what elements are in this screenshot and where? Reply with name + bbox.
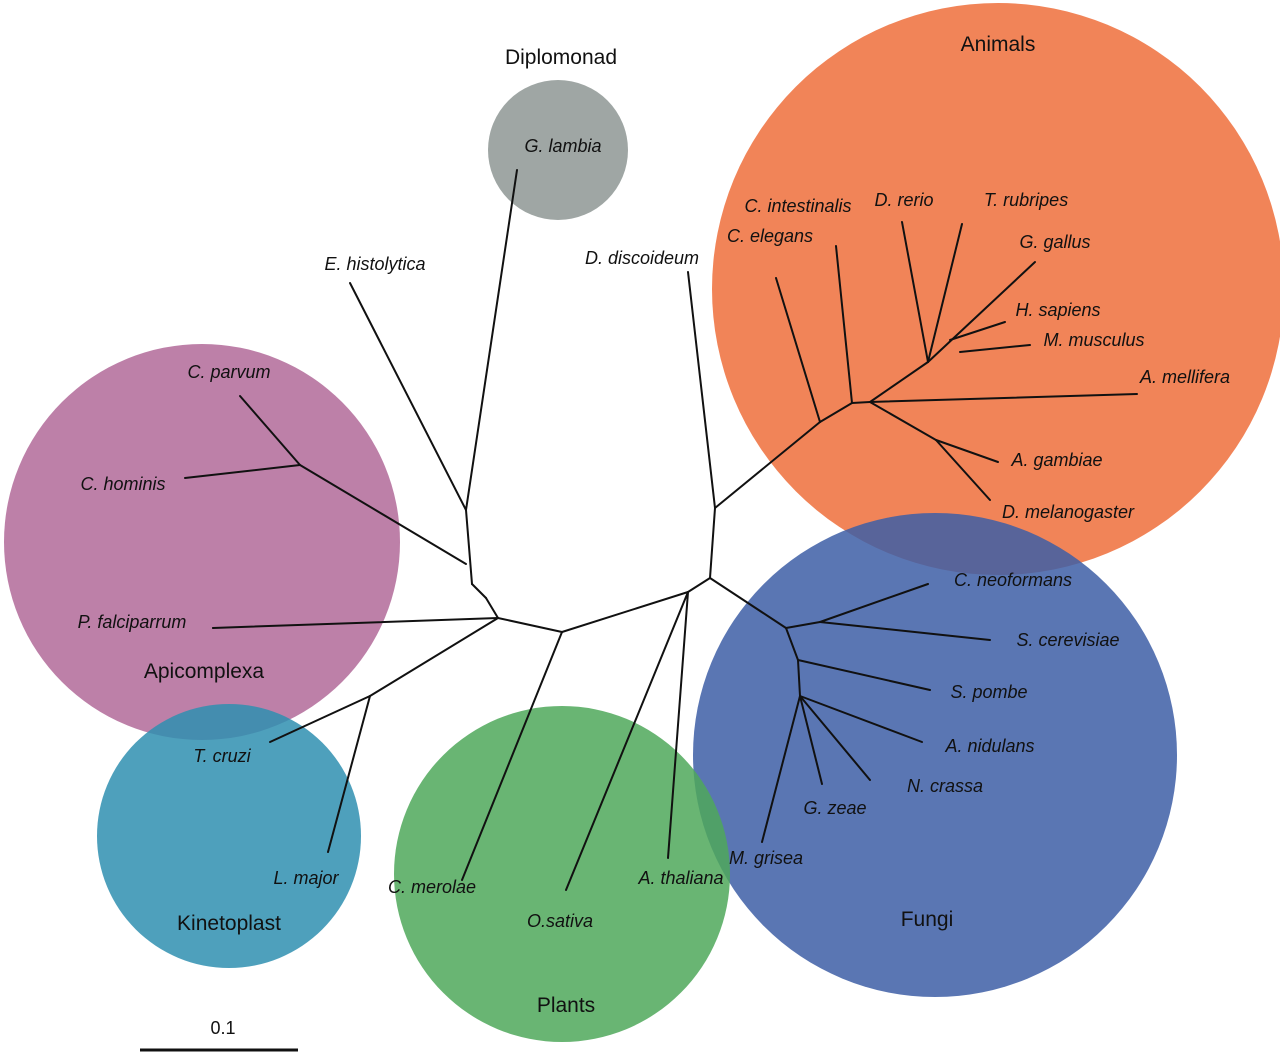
branch <box>851 401 871 404</box>
species-label: H. sapiens <box>1015 300 1100 320</box>
branch <box>959 344 1031 353</box>
fungi-circle <box>693 513 1177 997</box>
species-label: C. hominis <box>80 474 165 494</box>
species-label: O.sativa <box>527 911 593 931</box>
apicomplexa-label: Apicomplexa <box>144 660 265 683</box>
species-label: C. parvum <box>187 362 270 382</box>
branch <box>471 583 487 599</box>
species-label: D. discoideum <box>585 248 699 268</box>
species-label: M. musculus <box>1043 330 1144 350</box>
species-label: N. crassa <box>907 776 983 796</box>
branch <box>687 271 716 509</box>
branch <box>935 439 991 501</box>
plants-circle <box>394 706 730 1042</box>
branch <box>709 577 787 629</box>
branch <box>819 583 929 623</box>
tree-branches <box>184 169 1138 891</box>
scale-bar-label: 0.1 <box>210 1018 235 1038</box>
branch <box>369 617 499 697</box>
branch <box>709 507 716 579</box>
branch <box>797 659 931 691</box>
branch <box>927 223 963 363</box>
species-label: G. gallus <box>1019 232 1090 252</box>
species-label: S. cerevisiae <box>1016 630 1119 650</box>
branch <box>485 597 499 619</box>
species-label: P. falciparrum <box>78 612 187 632</box>
branch <box>819 402 853 423</box>
branch <box>785 621 821 629</box>
branch <box>212 617 499 629</box>
branch <box>835 245 853 404</box>
branch <box>927 261 1036 363</box>
species-label: C. merolae <box>388 877 476 897</box>
branch <box>901 221 929 363</box>
group-circles <box>4 3 1280 1042</box>
branch <box>714 421 821 509</box>
branch <box>349 282 467 511</box>
species-label: T. rubripes <box>984 190 1068 210</box>
kinetoplast-circle <box>97 704 361 968</box>
branch <box>775 277 821 423</box>
branch <box>565 591 689 891</box>
scale-bar: 0.1 <box>140 1018 298 1052</box>
species-label: A. thaliana <box>637 868 723 888</box>
branch <box>785 627 799 661</box>
branch <box>184 464 301 479</box>
species-label: M. grisea <box>729 848 803 868</box>
diplomonad-circle <box>488 80 628 220</box>
branch <box>497 617 563 633</box>
species-label: E. histolytica <box>324 254 425 274</box>
species-label: A. nidulans <box>944 736 1034 756</box>
branch <box>799 695 871 781</box>
kinetoplast-label: Kinetoplast <box>177 912 281 935</box>
branch <box>949 321 1006 341</box>
branch <box>239 395 301 466</box>
branch <box>667 591 689 859</box>
species-label: C. intestinalis <box>744 196 851 216</box>
branch <box>327 695 371 853</box>
animals-label: Animals <box>961 33 1036 56</box>
species-label: S. pombe <box>950 682 1027 702</box>
branch <box>465 509 473 585</box>
species-label: T. cruzi <box>193 746 251 766</box>
apicomplexa-circle <box>4 344 400 740</box>
species-label: A. gambiae <box>1010 450 1102 470</box>
species-label: C. neoformans <box>954 570 1072 590</box>
branch <box>561 591 689 633</box>
branch <box>761 695 801 843</box>
branch <box>461 631 563 881</box>
branch <box>687 577 711 593</box>
plants-label: Plants <box>537 994 595 1017</box>
animals-circle <box>712 3 1280 575</box>
branch <box>869 401 937 441</box>
species-label: D. rerio <box>874 190 933 210</box>
branch <box>799 695 923 743</box>
branch <box>797 659 801 697</box>
species-label: L. major <box>273 868 339 888</box>
branch <box>269 695 371 743</box>
fungi-label: Fungi <box>901 908 954 931</box>
branch <box>299 464 467 565</box>
diplomonad-label: Diplomonad <box>505 46 617 69</box>
species-label: G. zeae <box>803 798 866 818</box>
species-label: D. melanogaster <box>1002 502 1135 522</box>
species-label: A. mellifera <box>1139 367 1230 387</box>
branch <box>799 695 823 785</box>
group-labels: Diplomonad Animals Apicomplexa Kinetopla… <box>144 33 1035 1017</box>
branch <box>869 361 929 403</box>
branch <box>465 169 518 511</box>
species-labels: G. lambia E. histolytica D. discoideum C… <box>78 136 1230 931</box>
species-label: C. elegans <box>727 226 813 246</box>
branch <box>869 393 1138 403</box>
branch <box>819 621 991 641</box>
species-label: G. lambia <box>524 136 601 156</box>
branch <box>935 439 999 463</box>
